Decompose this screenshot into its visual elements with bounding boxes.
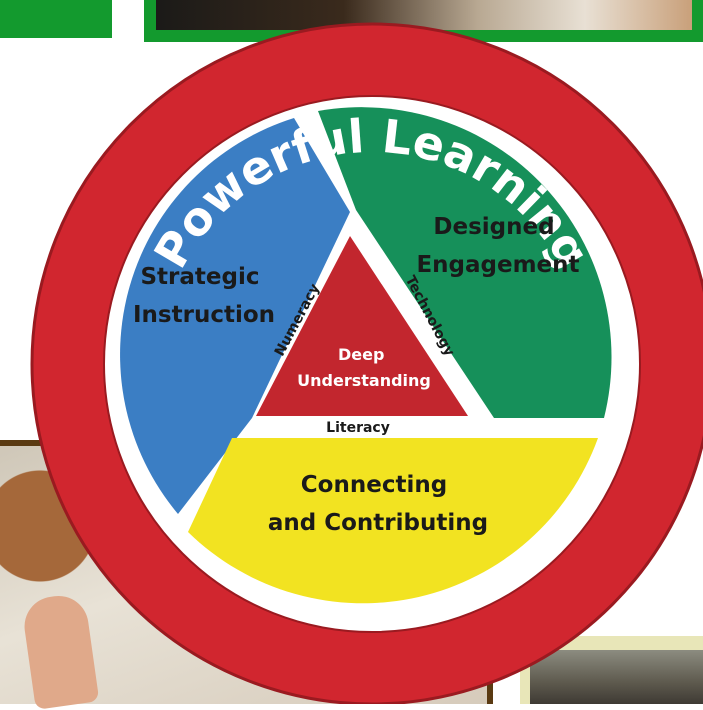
strategic-instruction-segment [120, 118, 350, 514]
deep-understanding-label: Deep Understanding [297, 345, 431, 390]
connecting-and-contributing-segment [188, 438, 598, 604]
top-photo-frame [144, 0, 703, 42]
bottom-right-photo-frame [520, 636, 703, 704]
designed-engagement-label: Designed Engagement [416, 214, 579, 278]
designed-engagement-segment [318, 107, 612, 418]
strategic-instruction-label: Strategic Instruction [133, 264, 275, 328]
connecting-and-contributing-label: Connecting and Contributing [268, 472, 488, 536]
bottom-right-photo [530, 650, 703, 704]
top-left-green-bar [0, 0, 112, 38]
literacy-label: Literacy [326, 420, 390, 436]
top-photo [156, 0, 692, 30]
deep-understanding-triangle [256, 236, 468, 416]
